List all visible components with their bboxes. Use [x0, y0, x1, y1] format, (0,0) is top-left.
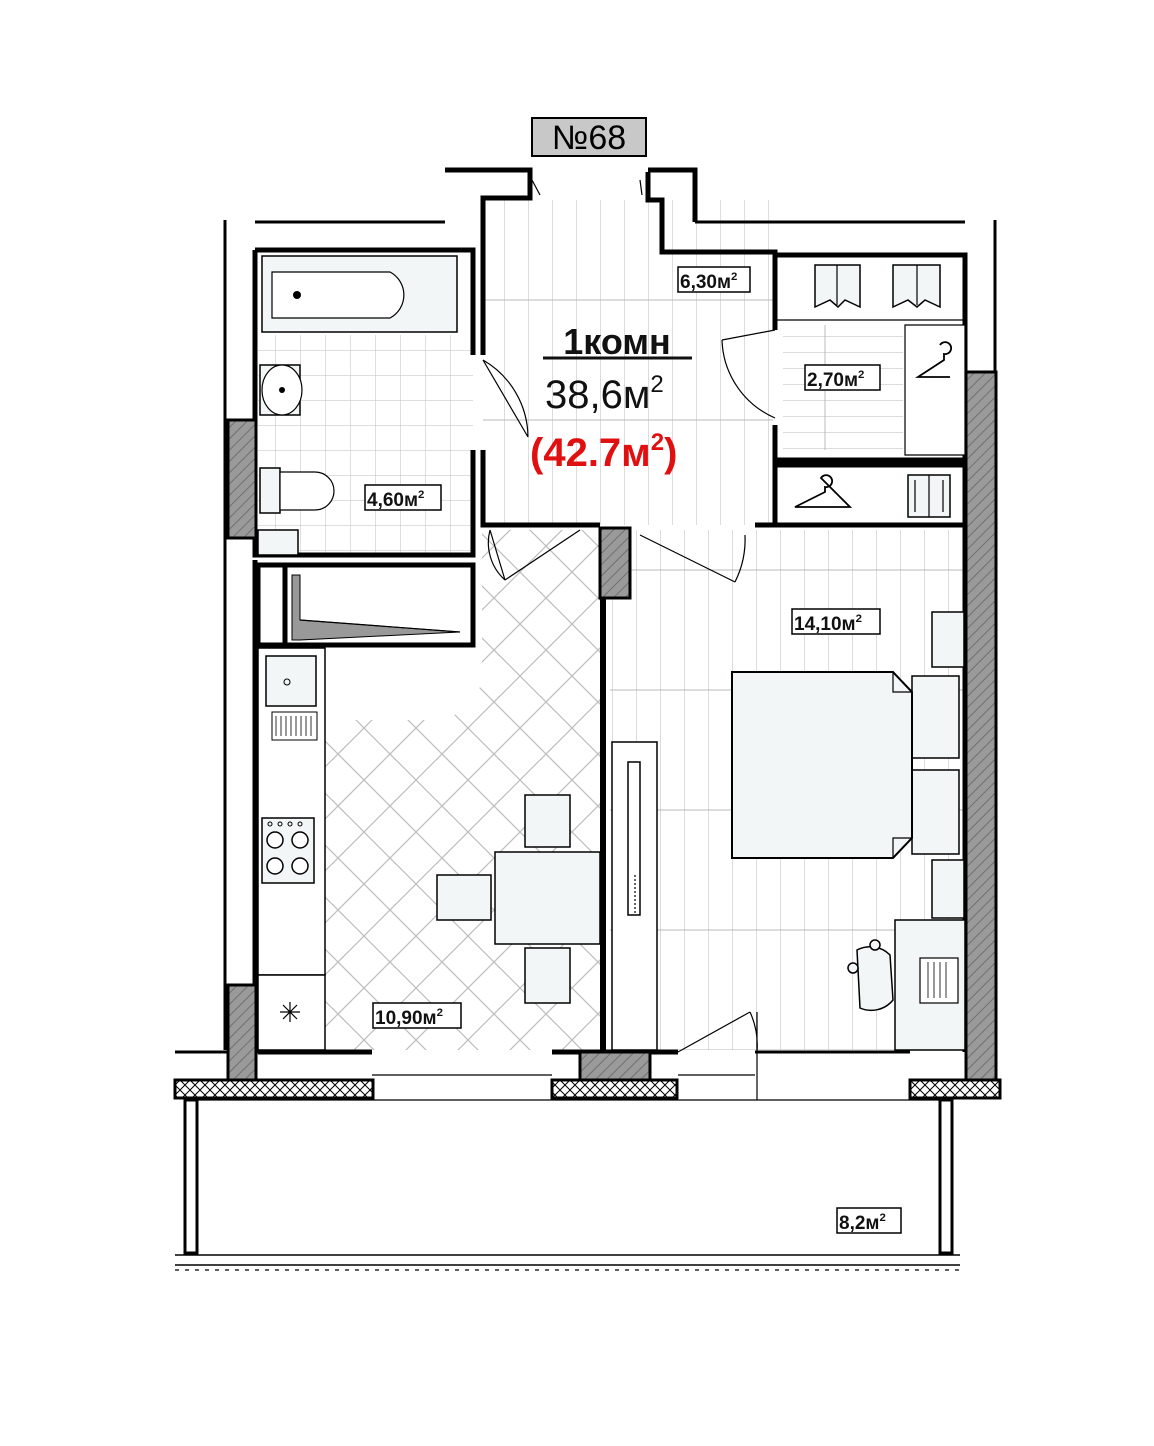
toilet-icon: [259, 467, 335, 514]
structural-columns: [226, 370, 998, 1084]
svg-text:4,60м2: 4,60м2: [367, 489, 424, 511]
balcony-area-label: 8,2м2: [836, 1207, 902, 1234]
wardrobe-area-label: 2,70м2: [804, 364, 881, 391]
bath-cabinet: [257, 529, 299, 556]
apartment-summary: 1комн 38,6м2 (42.7м2): [530, 321, 692, 475]
svg-text:14,10м2: 14,10м2: [794, 613, 862, 635]
svg-text:10,90м2: 10,90м2: [375, 1007, 443, 1029]
living-area: 38,6м2: [545, 371, 664, 417]
unit-number: №68: [552, 119, 626, 157]
kitchen-sink-icon: [265, 655, 318, 741]
bathtub-icon: [261, 255, 458, 333]
unit-number-badge: №68: [531, 117, 647, 157]
shirt-icon: [814, 264, 951, 518]
desk-icon: [894, 919, 966, 1051]
hallway-area-label: 6,30м2: [677, 266, 751, 293]
chair-icon: [847, 939, 894, 1012]
stove-icon: [261, 817, 315, 884]
ventilation-icon: [280, 1002, 300, 1022]
bedroom-area-label: 14,10м2: [791, 608, 881, 635]
bathroom-area-label: 4,60м2: [364, 484, 442, 511]
hallway-floor: [483, 200, 773, 525]
hanger-icon: [794, 324, 966, 508]
svg-text:2,70м2: 2,70м2: [807, 369, 864, 391]
kitchen-area-label: 10,90м2: [372, 1002, 462, 1029]
sink-icon: [259, 364, 303, 416]
rooms-count: 1комн: [563, 321, 670, 362]
doors: [482, 179, 776, 1100]
balcony: [173, 1074, 1002, 1271]
svg-text:8,2м2: 8,2м2: [839, 1212, 886, 1234]
boiler-icon: [291, 574, 461, 641]
dining-table-icon: [436, 794, 601, 1004]
svg-text:6,30м2: 6,30м2: [680, 271, 737, 293]
total-area: (42.7м2): [530, 429, 677, 475]
wardrobe-storage: [611, 741, 658, 1051]
bed-icon: [731, 611, 965, 919]
